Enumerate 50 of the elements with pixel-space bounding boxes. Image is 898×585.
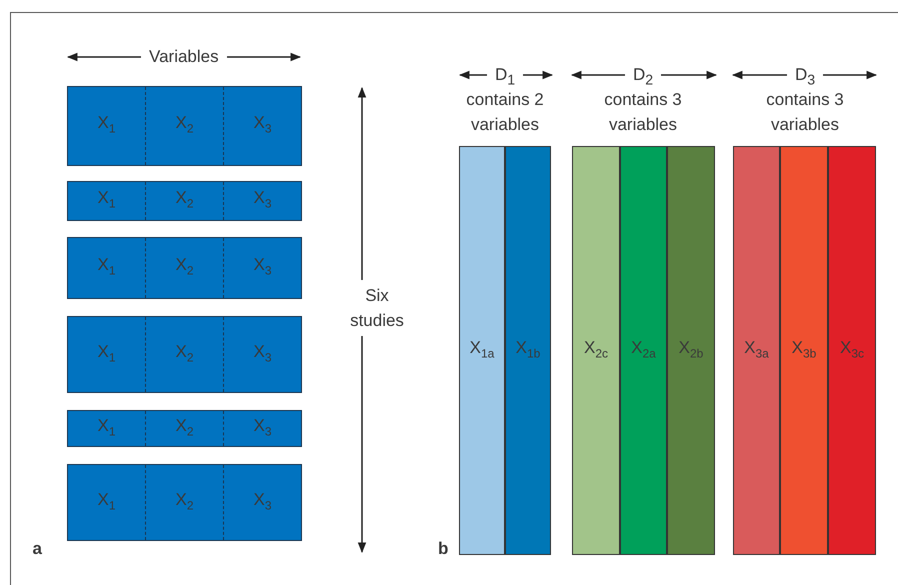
variable-label: X$_{2c}$ [584,338,608,362]
panel-letter: a [32,538,42,560]
variable-column [505,146,551,555]
dataset-label: D$_{3}$ [795,64,816,90]
axis-label: Variables [149,46,219,68]
variable-column [780,146,828,555]
variable-label: X$_{2}$ [175,416,194,440]
variable-label: X$_{1}$ [97,113,116,138]
study-row [67,86,302,166]
study-row [67,410,302,447]
variable-label: X$_{3}$ [253,113,272,138]
variable-label: X$_{1}$ [97,188,116,213]
panel-letter: b [438,538,448,560]
variable-column [733,146,780,555]
variable-label: X$_{1}$ [97,416,116,440]
variable-column [620,146,667,555]
variable-label: X$_{3}$ [253,416,272,440]
variable-label: X$_{2}$ [175,342,194,366]
variable-label: X$_{1}$ [97,342,116,366]
dataset-description: contains 3 variables [765,89,845,136]
variable-label: X$_{1}$ [97,490,116,514]
study-row [67,316,302,393]
variable-label: X$_{3}$ [253,188,272,213]
dataset-description: contains 3 variables [603,89,683,136]
axis-label: Six studies [349,285,405,332]
variable-column [572,146,620,555]
variable-label: X$_{2}$ [175,490,194,514]
variable-label: X$_{2a}$ [631,338,656,362]
variable-label: X$_{1b}$ [516,338,540,362]
variable-label: X$_{3}$ [253,490,272,514]
variable-label: X$_{3c}$ [840,338,864,362]
variable-label: X$_{2}$ [175,113,194,138]
variable-label: X$_{2b}$ [678,338,704,362]
variable-label: X$_{3a}$ [744,338,769,362]
dataset-description: contains 2 variables [465,89,545,136]
variable-label: X$_{2}$ [175,255,194,280]
variable-label: X$_{3b}$ [792,338,816,362]
study-row [67,181,302,221]
variable-column [459,146,505,555]
study-row [67,464,302,541]
variable-label: X$_{1a}$ [470,338,494,362]
variable-label: X$_{3}$ [253,342,272,366]
variable-label: X$_{2}$ [175,188,194,213]
dataset-label: D$_{2}$ [633,64,654,90]
variable-column [828,146,876,555]
study-row [67,237,302,299]
variable-label: X$_{1}$ [97,255,116,280]
dataset-label: D$_{1}$ [495,64,516,90]
variable-label: X$_{3}$ [253,255,272,280]
variable-column [667,146,715,555]
